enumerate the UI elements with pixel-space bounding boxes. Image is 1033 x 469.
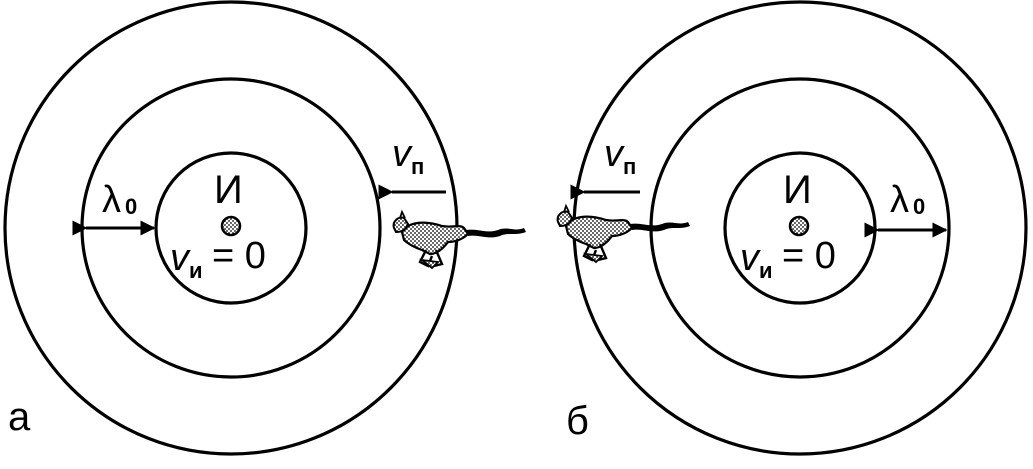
source-velocity-a: v и = 0 — [170, 235, 266, 283]
cheetah-observer-a — [392, 210, 528, 270]
observer-velocity-subscript-b: п — [623, 154, 636, 179]
panel-b: И v и = 0 λ 0 v п б — [556, 0, 1028, 456]
wavelength-symbol-a: λ — [102, 179, 121, 221]
panel-letter-b: б — [566, 399, 589, 443]
observer-velocity-symbol-a: v — [392, 133, 413, 175]
cheetah-observer-b — [556, 204, 692, 264]
panel-letter-a: а — [8, 395, 31, 439]
observer-velocity-subscript-a: п — [411, 154, 424, 179]
source-label-b: И — [783, 168, 812, 212]
source-velocity-value-a: = 0 — [212, 235, 266, 277]
wavelength-b: λ 0 — [864, 179, 948, 238]
source-velocity-symbol-a: v — [170, 237, 191, 279]
source-velocity-subscript-b: и — [759, 258, 773, 283]
source-dot-a — [220, 215, 242, 237]
source-label-a: И — [214, 168, 243, 212]
source-dot-b — [788, 215, 810, 237]
wavelength-subscript-b: 0 — [913, 194, 925, 219]
observer-velocity-a: v п — [378, 133, 446, 200]
observer-velocity-b: v п — [570, 133, 640, 200]
wavefront-inner-a — [154, 151, 308, 305]
panel-a: И v и = 0 λ 0 v п а — [3, 0, 528, 456]
source-velocity-symbol-b: v — [740, 237, 761, 279]
observer-velocity-symbol-b: v — [604, 133, 625, 175]
source-velocity-subscript-a: и — [189, 258, 203, 283]
wavelength-a: λ 0 — [72, 179, 156, 236]
source-velocity-b: v и = 0 — [740, 235, 836, 283]
source-velocity-value-b: = 0 — [782, 235, 836, 277]
wavelength-subscript-a: 0 — [125, 194, 137, 219]
wavelength-symbol-b: λ — [890, 179, 909, 221]
